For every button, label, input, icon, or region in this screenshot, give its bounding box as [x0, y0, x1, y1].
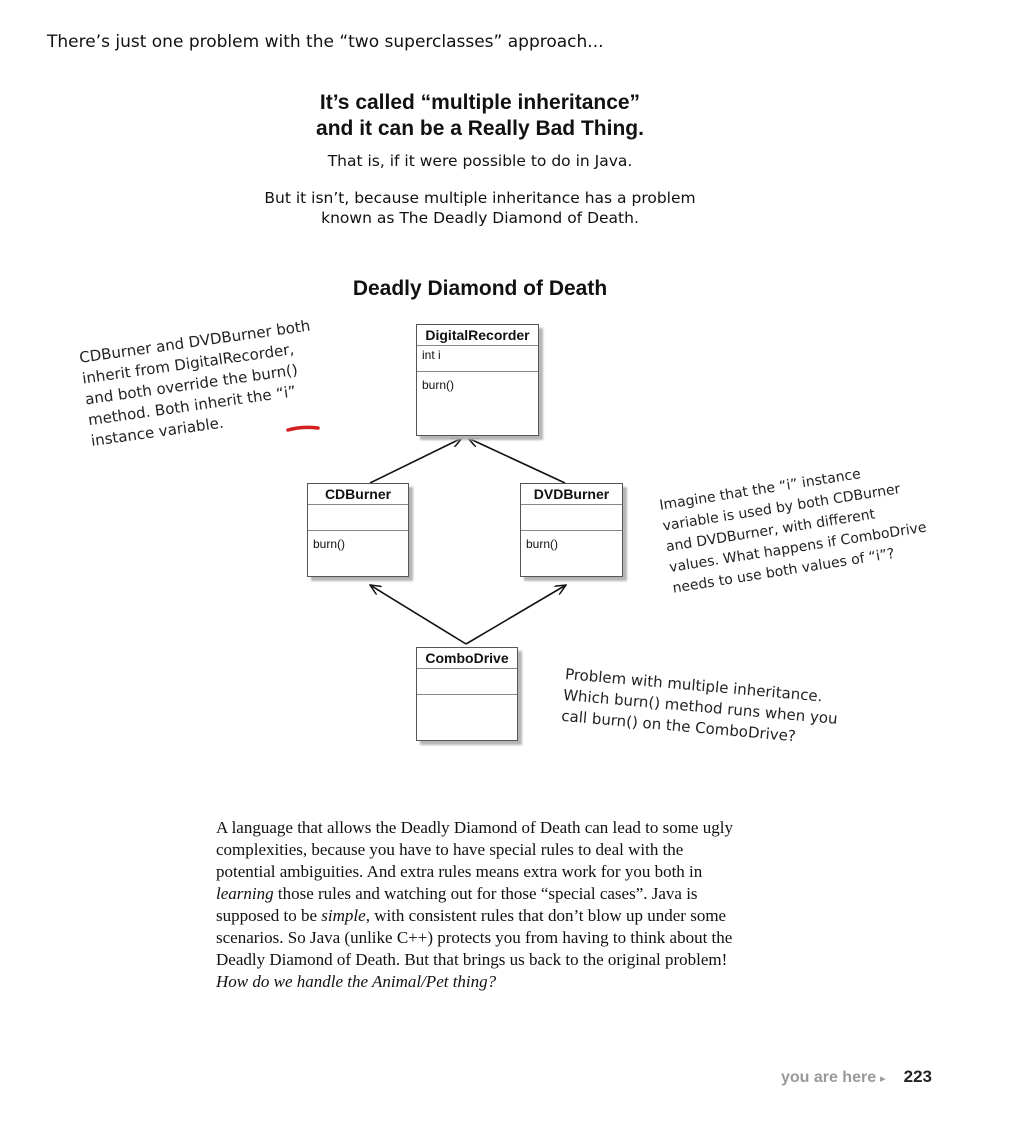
subtitle-line-1: That is, if it were possible to do in Ja…	[327, 152, 633, 170]
intro-text: There’s just one problem with the “two s…	[47, 32, 604, 52]
class-method: burn()	[422, 378, 455, 392]
red-underline	[286, 425, 320, 432]
class-methods-empty	[417, 695, 517, 707]
class-fields-empty	[308, 505, 408, 531]
class-name: DVDBurner	[521, 484, 622, 505]
class-method: burn()	[313, 537, 346, 551]
arrow-cdburner-to-digitalrecorder	[369, 438, 462, 484]
class-name: DigitalRecorder	[417, 325, 538, 346]
body-emphasis-simple: simple	[321, 906, 366, 925]
class-method: burn()	[526, 537, 559, 551]
class-fields-empty	[417, 669, 517, 695]
class-digitalrecorder: DigitalRecorder int i burn()	[416, 324, 539, 436]
class-cdburner: CDBurner burn()	[307, 483, 409, 577]
body-text-3: , with consistent rules that don’t blow …	[216, 906, 733, 969]
class-name: ComboDrive	[417, 648, 517, 669]
subtitle-line-3: known as The Deadly Diamond of Death.	[321, 209, 639, 227]
arrow-combodrive-to-cdburner	[370, 585, 467, 645]
you-are-here-label: you are here	[780, 1069, 877, 1086]
body-emphasis-learning: learning	[216, 884, 274, 903]
arrow-combodrive-to-dvdburner	[465, 585, 566, 645]
class-name: CDBurner	[308, 484, 408, 505]
headline-line-1: It’s called “multiple inheritance”	[319, 91, 641, 114]
diagram-title: Deadly Diamond of Death	[352, 277, 608, 300]
headline: It’s called “multiple inheritance” and i…	[200, 90, 760, 142]
page-number: 223	[903, 1067, 932, 1086]
page-footer: you are here▸ 223	[781, 1067, 932, 1087]
class-fields-empty	[521, 505, 622, 531]
body-text-1: A language that allows the Deadly Diamon…	[216, 818, 733, 881]
body-paragraph: A language that allows the Deadly Diamon…	[216, 817, 741, 993]
class-dvdburner: DVDBurner burn()	[520, 483, 623, 577]
body-text-2: those rules and watching out for those “…	[216, 884, 698, 925]
triangle-right-icon: ▸	[880, 1073, 886, 1085]
arrow-dvdburner-to-digitalrecorder	[468, 438, 566, 484]
body-question: How do we handle the Animal/Pet thing?	[216, 972, 497, 991]
class-combodrive: ComboDrive	[416, 647, 518, 741]
class-field: int i	[417, 346, 538, 372]
headline-line-2: and it can be a Really Bad Thing.	[316, 117, 644, 140]
subtitle-line-2: But it isn’t, because multiple inheritan…	[264, 189, 696, 207]
